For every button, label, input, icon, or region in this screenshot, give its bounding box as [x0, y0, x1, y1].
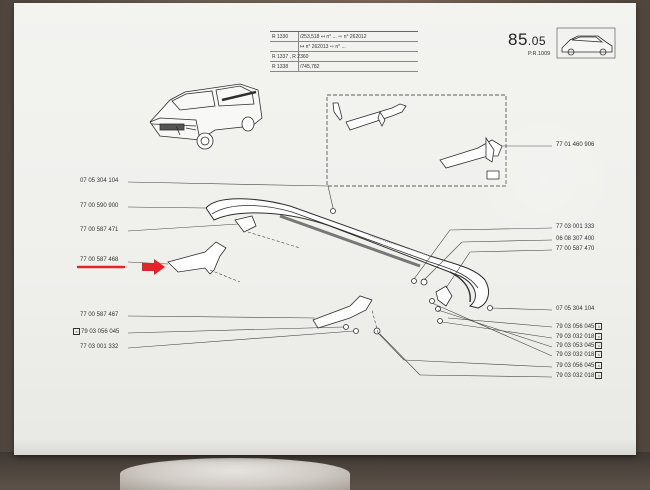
inset-box	[326, 94, 507, 187]
part-label: 77 03 001 332	[80, 344, 119, 350]
leader-lines	[127, 145, 553, 378]
fur-rug	[120, 458, 350, 490]
part-label: 77 00 587 470	[556, 246, 595, 252]
bolt-icon	[330, 208, 493, 335]
parts-catalog-page	[14, 3, 636, 455]
part-number: 79 03 056 045	[81, 329, 120, 336]
ref-model: R 1330	[272, 34, 289, 40]
part-label: 77 00 587 467	[80, 312, 119, 318]
part-label: 79 03 056 045×	[556, 323, 603, 330]
part-number: 79 03 032 018	[556, 334, 595, 341]
part-number: 79 03 056 045	[556, 363, 595, 370]
bracket-467-icon	[312, 295, 373, 329]
part-label: 79 03 032 018×	[556, 351, 603, 358]
marker-symbol: ×	[595, 362, 603, 369]
page-number: 85.05	[508, 30, 546, 50]
part-label: 79 03 032 018×	[556, 372, 603, 379]
bracket-part-icon	[332, 102, 503, 180]
pr-code: P.R.1009	[528, 51, 551, 57]
bracket-470-icon	[435, 285, 453, 307]
station-wagon-drawing-icon	[149, 83, 263, 150]
part-label: 77 01 460 906	[556, 142, 595, 148]
part-label-highlighted: 77 00 587 468	[80, 257, 119, 263]
part-number: 79 03 032 018	[556, 352, 595, 359]
ref-spec: /253,518 ↤ n° ... ⇨ n° 262012	[300, 34, 367, 40]
ref-spec: ↦ n° 262013 ⇨ n° ...	[300, 44, 346, 50]
part-label: 77 03 001 333	[556, 224, 595, 230]
page-number-suffix: .05	[527, 34, 547, 48]
marker-symbol: ×	[595, 372, 603, 379]
page-number-main: 85	[508, 30, 528, 49]
bumper-part-icon	[205, 198, 489, 309]
sedan-thumbnail-icon	[556, 27, 616, 59]
part-number: 79 03 053 045	[556, 343, 595, 350]
bracket-468-icon	[167, 241, 227, 275]
ref-spec: /745,782	[300, 64, 320, 70]
red-arrow-icon	[76, 259, 165, 275]
ref-row: R 1338 /745,782	[270, 62, 418, 72]
page-bottom-shadow	[14, 440, 636, 456]
part-label: 79 03 032 018×	[556, 333, 603, 340]
model-reference-table: R 1330 /253,518 ↤ n° ... ⇨ n° 262012 ↦ n…	[270, 31, 418, 72]
part-label: 77 00 587 471	[80, 227, 119, 233]
part-label: 07 05 304 104	[556, 306, 595, 312]
ref-row: ↦ n° 262013 ⇨ n° ...	[270, 42, 418, 52]
marker-symbol: ×	[595, 323, 603, 330]
part-label: 79 03 053 045×	[556, 342, 603, 349]
part-number: 79 03 032 018	[556, 373, 595, 380]
ref-row: R 1330 /253,518 ↤ n° ... ⇨ n° 262012	[270, 32, 418, 42]
ref-table-divider	[298, 32, 299, 72]
ref-model: R 1337 , R 2360	[272, 54, 309, 60]
marker-symbol: ×	[595, 333, 603, 340]
ref-model: R 1338	[272, 64, 289, 70]
bracket-471-icon	[234, 215, 257, 233]
part-label: 06 08 307 400	[556, 236, 595, 242]
marker-symbol: ×	[73, 328, 80, 335]
part-number: 79 03 056 045	[556, 324, 595, 331]
ref-row: R 1337 , R 2360	[270, 52, 418, 62]
part-label: ×79 03 056 045	[72, 328, 119, 335]
marker-symbol: ×	[595, 351, 603, 358]
part-label: 07 05 304 104	[80, 178, 119, 184]
part-label: 77 00 590 900	[80, 203, 119, 209]
marker-symbol: ×	[595, 342, 603, 349]
part-label: 79 03 056 045×	[556, 362, 603, 369]
